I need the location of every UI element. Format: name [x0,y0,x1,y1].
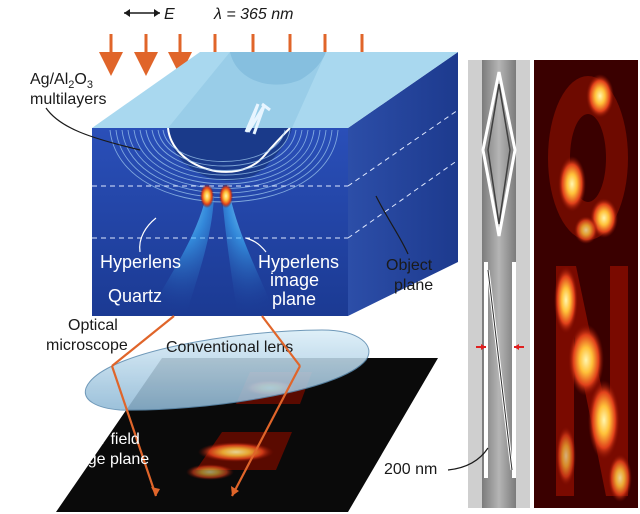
optical-microscope-line2: microscope [46,337,128,354]
conventional-lens-label: Conventional lens [166,339,293,356]
multilayers-label-a: Ag/Al [30,71,68,88]
object-plane-line1: Object [386,257,433,274]
wavelength-label: λ = 365 nm [213,6,293,23]
optical-microscope-line1: Optical [68,317,118,334]
hyperlens-image-plane-line1: Hyperlens [258,252,339,272]
far-field-label-line1: Far field [82,431,140,448]
quartz-label: Quartz [108,286,162,306]
object-plane-line2: plane [394,277,433,294]
multilayers-label-line2: multilayers [30,91,106,108]
fluorescence-image [534,60,638,508]
multilayers-label-sub2: 3 [87,79,93,91]
multilayers-label-o: O [74,71,86,88]
polarization-symbol: E [164,6,175,23]
scale-bar-label: 200 nm [384,461,437,478]
hotspot-right [219,184,233,208]
polarization-indicator [124,9,160,17]
hyperlens-image-plane-line2: image [270,270,319,290]
hotspot-left [200,184,214,208]
sem-image [468,60,530,508]
svg-text:Ag/Al2O3: Ag/Al2O3 [30,71,93,91]
far-field-label-line2: image plane [62,451,149,468]
hyperlens-image-plane-line3: plane [272,289,316,309]
hyperlens-label: Hyperlens [100,252,181,272]
